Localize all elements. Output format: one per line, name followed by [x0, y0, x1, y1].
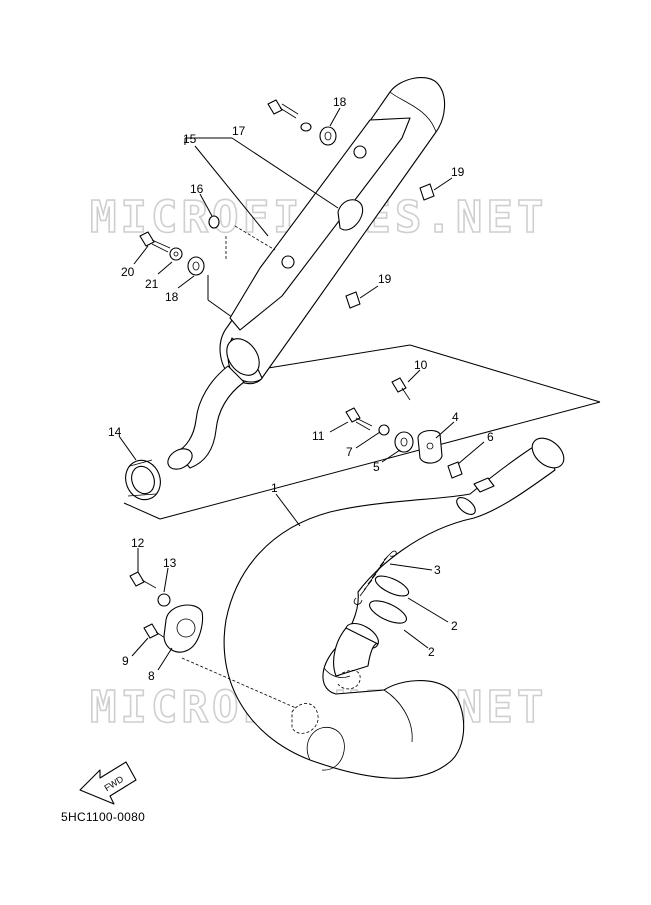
callout-13: 13: [163, 556, 177, 570]
callout-15: 15: [183, 132, 197, 146]
callout-21: 21: [145, 277, 159, 291]
gasket-14: [125, 459, 161, 501]
callout-9: 9: [122, 654, 129, 668]
callout-labels: 1 2 2 3 4 5 6 7 8 9 10 11 12 13 14 15 16…: [108, 95, 494, 683]
fasteners: [129, 99, 463, 653]
callout-7: 7: [346, 445, 353, 459]
callout-10: 10: [414, 358, 428, 372]
callout-4: 4: [452, 410, 459, 424]
callout-2a: 2: [451, 619, 458, 633]
leader-lines: [118, 107, 485, 671]
callout-3: 3: [434, 563, 441, 577]
callout-1: 1: [271, 481, 278, 495]
exhaust-front-end: [323, 622, 379, 690]
o-rings-2: [369, 575, 410, 624]
silencer-joint-pipe: [167, 365, 245, 470]
callout-2b: 2: [428, 645, 435, 659]
callout-14: 14: [108, 425, 122, 439]
exhaust-pipe: [181, 437, 565, 779]
silencer: [219, 77, 446, 385]
callout-19a: 19: [451, 165, 465, 179]
callout-16: 16: [190, 182, 204, 196]
callout-18b: 18: [165, 290, 179, 304]
callout-17: 17: [232, 124, 246, 138]
callout-19b: 19: [378, 272, 392, 286]
diagram-code: 5HC1100-0080: [61, 810, 145, 824]
fwd-arrow-icon: FWD: [79, 761, 137, 805]
callout-6: 6: [487, 430, 494, 444]
callout-20: 20: [121, 265, 135, 279]
spring-3: [353, 550, 397, 605]
callout-12: 12: [131, 536, 145, 550]
callout-18a: 18: [333, 95, 347, 109]
callout-8: 8: [148, 669, 155, 683]
callout-5: 5: [373, 460, 380, 474]
callout-11: 11: [312, 429, 325, 443]
